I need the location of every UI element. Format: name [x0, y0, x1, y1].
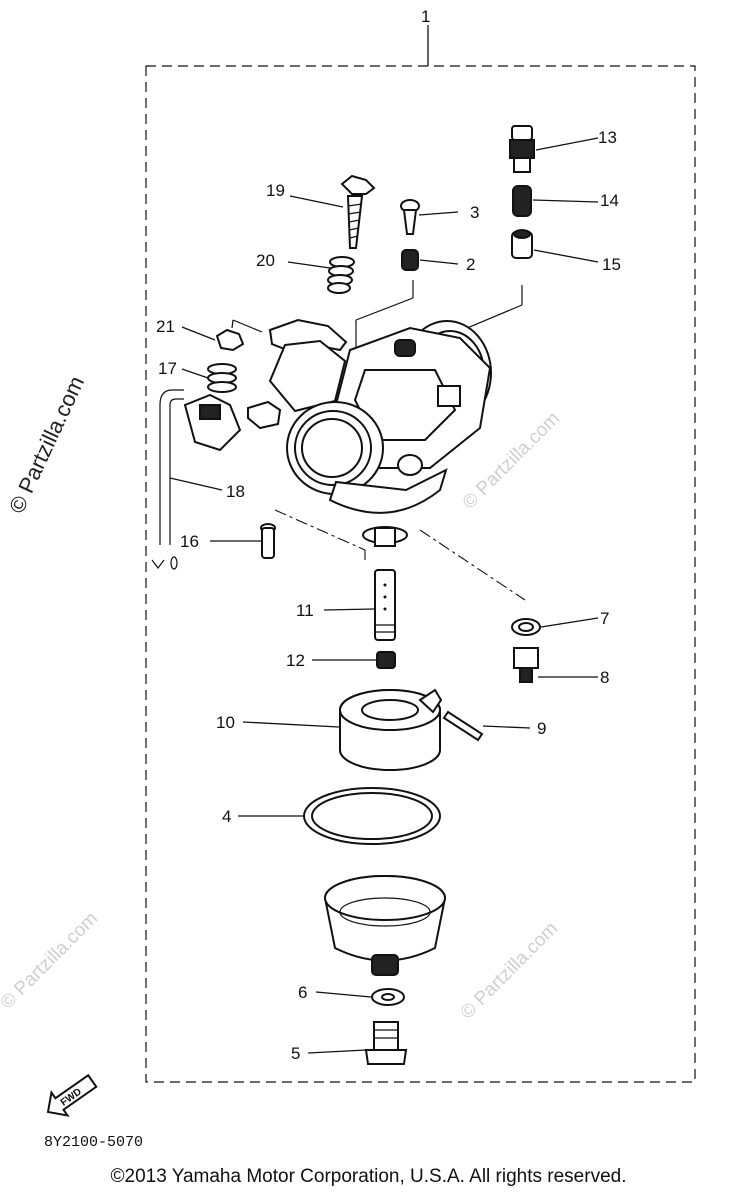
part-17-spring — [207, 363, 237, 393]
watermark-left-bottom: © Partzilla.com — [0, 908, 102, 1013]
part-19-screw — [340, 174, 376, 249]
part-7-washer — [511, 618, 541, 636]
float-bowl — [323, 875, 447, 976]
part-8-valve-seat — [513, 647, 539, 683]
diagram-code: 8Y2100-5070 — [44, 1134, 143, 1151]
part-16-jet — [260, 523, 276, 559]
callout-10: 10 — [216, 713, 235, 732]
callout-17: 17 — [158, 359, 177, 378]
part-13-plunger-cap — [509, 125, 535, 173]
part-3-screw — [400, 199, 420, 235]
callout-8: 8 — [600, 668, 609, 687]
part-10-float — [339, 688, 443, 771]
copyright-notice: ©2013 Yamaha Motor Corporation, U.S.A. A… — [110, 1166, 627, 1187]
callout-18: 18 — [226, 482, 245, 501]
callout-20: 20 — [256, 251, 275, 270]
callout-6: 6 — [298, 983, 307, 1002]
callout-3: 3 — [470, 203, 479, 222]
callout-13: 13 — [598, 128, 617, 147]
callout-1: 1 — [421, 7, 430, 26]
callout-15: 15 — [602, 255, 621, 274]
callout-11: 11 — [296, 601, 314, 620]
part-6-washer — [371, 988, 405, 1006]
callout-2: 2 — [466, 255, 475, 274]
callout-21: 21 — [156, 317, 175, 336]
part-20-spring — [327, 256, 355, 294]
assembly-frame — [145, 65, 696, 1083]
part-18-hose — [151, 389, 242, 570]
watermark-right-bottom: © Partzilla.com — [457, 918, 562, 1023]
part-11-needle-jet — [374, 569, 396, 641]
callout-14: 14 — [600, 191, 619, 210]
callout-4: 4 — [222, 807, 231, 826]
part-14-spring — [512, 185, 532, 217]
callout-12: 12 — [286, 651, 305, 670]
callout-16: 16 — [180, 532, 199, 551]
callout-9: 9 — [537, 719, 546, 738]
callout-19: 19 — [266, 181, 285, 200]
part-15-plunger — [511, 229, 533, 259]
callout-5: 5 — [291, 1044, 300, 1063]
part-9-float-pin — [442, 710, 484, 742]
watermark-left: © Partzilla.com — [4, 372, 89, 517]
fwd-arrow-icon: FWD — [46, 1073, 98, 1117]
part-4-gasket — [303, 787, 441, 845]
part-12-main-jet — [376, 651, 396, 669]
part-21-nut — [215, 328, 245, 352]
callout-7: 7 — [600, 609, 609, 628]
part-5-drain-plug — [364, 1021, 408, 1065]
part-2-spring — [401, 249, 419, 271]
carburetor-body — [247, 318, 492, 547]
